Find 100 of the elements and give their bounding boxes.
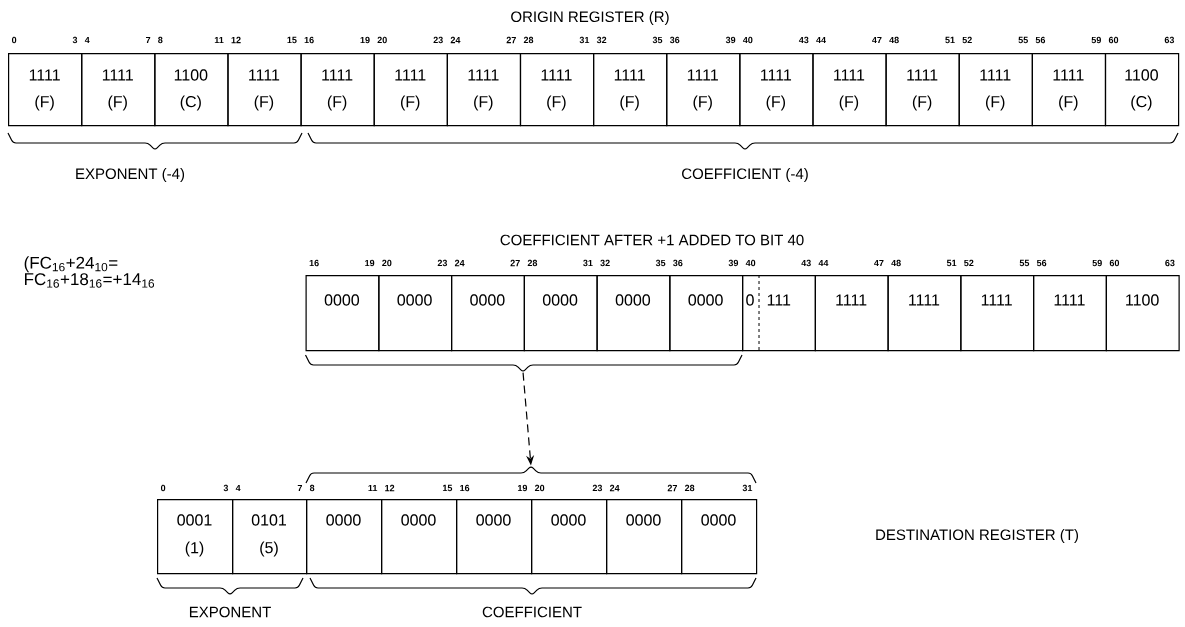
register-cell: 1100 (C) (154, 53, 229, 127)
bit-number: 36 (673, 259, 683, 267)
bit-number: 63 (1164, 36, 1175, 44)
register-cell: 1111 (F) (8, 53, 83, 127)
register-cell: 1111 (F) (739, 53, 814, 127)
bit-number: 27 (510, 259, 520, 267)
bit-number: 32 (600, 259, 610, 267)
bit-number: 7 (146, 36, 151, 44)
field-label: COEFFICIENT (-4) (682, 168, 808, 182)
bit-number: 3 (223, 484, 229, 492)
bit-number: 47 (872, 36, 882, 44)
register-cell: 1100 (C) (1104, 53, 1180, 127)
bit-number: 24 (454, 259, 465, 267)
bit-number: 40 (745, 259, 756, 267)
bit-number: 0 (160, 484, 166, 492)
register-cell: 0000 (456, 499, 533, 575)
bit-number: 52 (962, 36, 972, 44)
bit-number: 28 (684, 484, 695, 492)
bit-number: 52 (964, 259, 974, 267)
bit-number: 44 (818, 259, 829, 267)
bit-number: 40 (742, 36, 753, 44)
register-cell: 1111 (F) (227, 53, 302, 127)
bit-number: 24 (609, 484, 620, 492)
bit-number: 24 (450, 36, 461, 44)
bit-number: 51 (946, 259, 957, 267)
bit-number: 48 (889, 36, 899, 44)
bit-number: 39 (725, 36, 736, 44)
bit-number: 55 (1019, 259, 1030, 267)
bit-number: 12 (231, 36, 241, 44)
register-cell: 0000 (306, 499, 383, 575)
register-cell: 1111 (F) (300, 53, 375, 127)
bit-number: 59 (1091, 36, 1101, 44)
bit-number: 27 (506, 36, 516, 44)
bit-number: 59 (1092, 259, 1102, 267)
bit-number: 36 (669, 36, 680, 44)
bit-number: 35 (655, 259, 666, 267)
register-cell: 0000 (669, 275, 744, 352)
register-cell: 0000 (596, 275, 671, 352)
bit-number: 63 (1165, 259, 1175, 267)
bit-number: 56 (1036, 259, 1047, 267)
register-cell: 0000 (531, 499, 608, 575)
register-cell: 1111 (F) (519, 53, 595, 127)
register-cell: 0000 (606, 499, 683, 575)
bit-number: 20 (534, 484, 545, 492)
bit-number: 39 (728, 259, 739, 267)
register-cell: 1111 (814, 275, 889, 352)
bit-number: 31 (742, 484, 753, 492)
bit-number: 55 (1018, 36, 1028, 44)
bit-number: 56 (1035, 36, 1046, 44)
bit-number: 51 (945, 36, 955, 44)
register-cell: 0 111 (742, 274, 816, 352)
bit-number: 43 (801, 259, 811, 267)
heading: COEFFICIENT AFTER +1 ADDED TO BIT 40 (500, 234, 804, 246)
register-cell: 0000 (681, 499, 758, 575)
bit-number: 60 (1108, 36, 1119, 44)
bit-number: 19 (360, 36, 370, 44)
field-label: EXPONENT (-4) (76, 168, 185, 182)
register-cell: 1111 (F) (666, 53, 741, 127)
register-cell: 0000 (305, 275, 380, 352)
bracket (305, 466, 757, 484)
bit-number: 32 (596, 36, 607, 44)
bit-number: 28 (523, 36, 534, 44)
register-cell: 1111 (F) (812, 53, 887, 127)
bit-number: 15 (287, 36, 297, 44)
bit-number: 20 (382, 259, 392, 267)
bit-number: 16 (460, 484, 470, 492)
bit-number: 47 (874, 259, 884, 267)
register-cell: 1111 (960, 275, 1035, 352)
bit-number: 19 (517, 484, 528, 492)
formula-note: (FC$_{16}$+24$_{10}$= FC$_{16}$+18$_{16}$=+14$_{16}$ (24, 256, 155, 288)
bit-number: 23 (433, 36, 443, 44)
bit-number: 15 (442, 484, 453, 492)
register-cell: 1100 (1105, 275, 1180, 352)
bit-number: 43 (798, 36, 809, 44)
bit-number: 8 (158, 36, 163, 44)
bit-number: 11 (214, 36, 224, 44)
bit-number: 60 (1109, 259, 1120, 267)
register-cell: 0001 (1) (157, 499, 234, 575)
register-cell: 1111 (F) (373, 53, 448, 127)
bit-number: 4 (84, 36, 90, 44)
bit-number: 44 (816, 36, 826, 44)
field-label: EXPONENT (189, 606, 271, 618)
register-cell: 1111 (F) (885, 53, 960, 127)
field-label: COEFFICIENT (482, 606, 582, 618)
bit-number: 16 (304, 36, 314, 44)
register-cell: 0000 (523, 275, 598, 352)
register-cell: 1111 (F) (81, 53, 156, 127)
register-cell: 1111 (F) (446, 53, 522, 127)
bit-number: 16 (309, 259, 319, 267)
bit-number: 35 (652, 36, 663, 44)
register-cell: 0101 (5) (232, 499, 308, 575)
register-cell: 1111 (F) (1031, 53, 1107, 127)
bit-number: 19 (365, 259, 375, 267)
bit-number: 48 (891, 259, 901, 267)
bit-number: 12 (385, 484, 395, 492)
bit-number: 31 (579, 36, 590, 44)
bit-number: 23 (592, 484, 603, 492)
heading: ORIGIN REGISTER (R) (511, 11, 669, 25)
register-cell: 0000 (381, 499, 458, 575)
register-cell: 1111 (F) (593, 53, 668, 127)
